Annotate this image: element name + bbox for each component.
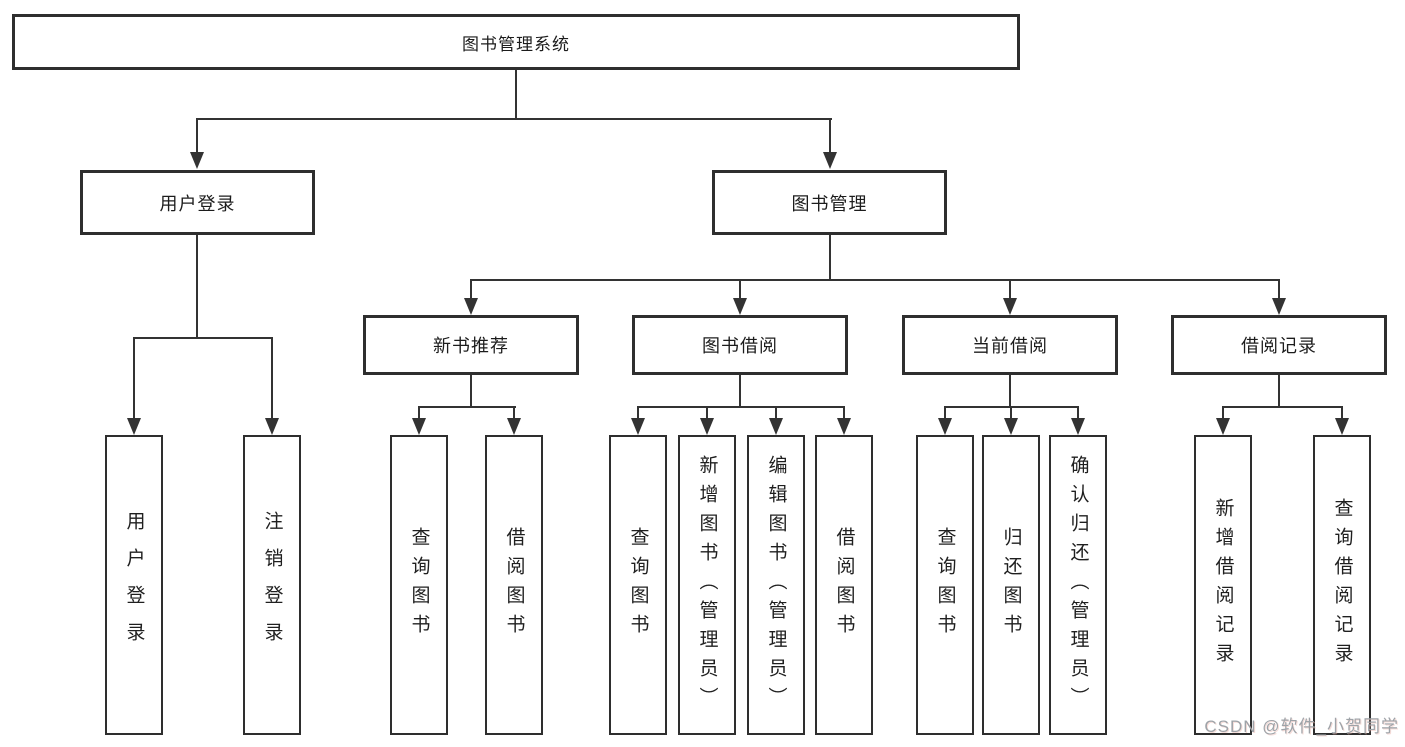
node-label: 查询借阅记录 xyxy=(1331,498,1353,672)
arrow-down-icon xyxy=(1004,418,1018,435)
connector-line xyxy=(418,406,516,408)
node-label: 图书管理 xyxy=(791,193,868,214)
node-label: 新书推荐 xyxy=(433,336,509,356)
connector-line xyxy=(1010,406,1012,420)
arrow-down-icon xyxy=(837,418,851,435)
connector-line xyxy=(829,118,831,154)
connector-line xyxy=(1009,375,1011,408)
arrow-down-icon xyxy=(823,152,837,169)
arrow-down-icon xyxy=(700,418,714,435)
leaf-logout: 注销登录 xyxy=(243,435,301,735)
connector-line xyxy=(196,118,832,120)
leaf-borrow-book-1: 借阅图书 xyxy=(485,435,543,735)
node-label: 编辑图书（管理员） xyxy=(765,454,787,716)
connector-line xyxy=(196,118,198,154)
node-label: 查询图书 xyxy=(934,527,956,643)
node-label: 归还图书 xyxy=(1000,527,1022,643)
leaf-query-book-2: 查询图书 xyxy=(609,435,667,735)
connector-line xyxy=(470,279,472,299)
arrow-down-icon xyxy=(1272,298,1286,315)
arrow-down-icon xyxy=(507,418,521,435)
node-label: 查询图书 xyxy=(627,527,649,643)
node-new-book-recommend: 新书推荐 xyxy=(363,315,579,375)
connector-line xyxy=(133,337,273,339)
arrow-down-icon xyxy=(265,418,279,435)
node-current-borrow: 当前借阅 xyxy=(902,315,1118,375)
node-user-login: 用户登录 xyxy=(80,170,315,235)
connector-line xyxy=(637,406,845,408)
connector-line xyxy=(515,70,517,118)
node-book-management: 图书管理 xyxy=(712,170,947,235)
connector-line xyxy=(513,406,515,420)
csdn-watermark: CSDN @软件_小贺同学 xyxy=(1204,717,1399,736)
connector-line xyxy=(637,406,639,420)
connector-line xyxy=(1222,406,1343,408)
node-label: 借阅记录 xyxy=(1241,336,1317,356)
arrow-down-icon xyxy=(733,298,747,315)
arrow-down-icon xyxy=(1003,298,1017,315)
leaf-confirm-return-admin: 确认归还（管理员） xyxy=(1049,435,1107,735)
connector-line xyxy=(944,406,946,420)
arrow-down-icon xyxy=(631,418,645,435)
connector-line xyxy=(1278,279,1280,299)
node-label: 图书管理系统 xyxy=(462,34,570,54)
leaf-user-login: 用户登录 xyxy=(105,435,163,735)
leaf-query-book-3: 查询图书 xyxy=(916,435,974,735)
arrow-down-icon xyxy=(127,418,141,435)
connector-line xyxy=(196,235,198,339)
leaf-borrow-book-2: 借阅图书 xyxy=(815,435,873,735)
connector-line xyxy=(739,375,741,408)
connector-line xyxy=(1077,406,1079,420)
arrow-down-icon xyxy=(190,152,204,169)
arrow-down-icon xyxy=(412,418,426,435)
node-label: 借阅图书 xyxy=(833,527,855,643)
arrow-down-icon xyxy=(1216,418,1230,435)
connector-line xyxy=(470,375,472,408)
node-book-borrow: 图书借阅 xyxy=(632,315,848,375)
arrow-down-icon xyxy=(464,298,478,315)
connector-line xyxy=(271,337,273,419)
connector-line xyxy=(739,279,741,299)
leaf-query-borrow-record: 查询借阅记录 xyxy=(1313,435,1371,735)
node-label: 新增图书（管理员） xyxy=(696,454,718,716)
arrow-down-icon xyxy=(769,418,783,435)
arrow-down-icon xyxy=(1071,418,1085,435)
node-label: 图书借阅 xyxy=(702,336,778,356)
connector-line xyxy=(1278,375,1280,408)
arrow-down-icon xyxy=(1335,418,1349,435)
connector-line xyxy=(470,279,1280,281)
node-label: 用户登录 xyxy=(123,511,145,659)
connector-line xyxy=(843,406,845,420)
connector-line xyxy=(133,337,135,419)
node-root: 图书管理系统 xyxy=(12,14,1020,70)
node-label: 借阅图书 xyxy=(503,527,525,643)
connector-line xyxy=(1222,406,1224,420)
leaf-add-book-admin: 新增图书（管理员） xyxy=(678,435,736,735)
node-label: 用户登录 xyxy=(159,193,236,214)
connector-line xyxy=(418,406,420,420)
leaf-edit-book-admin: 编辑图书（管理员） xyxy=(747,435,805,735)
node-label: 新增借阅记录 xyxy=(1212,498,1234,672)
leaf-return-book: 归还图书 xyxy=(982,435,1040,735)
node-label: 注销登录 xyxy=(261,511,283,659)
leaf-query-book-1: 查询图书 xyxy=(390,435,448,735)
node-label: 确认归还（管理员） xyxy=(1067,454,1089,716)
connector-line xyxy=(1009,279,1011,299)
connector-line xyxy=(829,235,831,281)
node-label: 当前借阅 xyxy=(972,336,1048,356)
connector-line xyxy=(1341,406,1343,420)
leaf-add-borrow-record: 新增借阅记录 xyxy=(1194,435,1252,735)
arrow-down-icon xyxy=(938,418,952,435)
connector-line xyxy=(706,406,708,420)
connector-line xyxy=(775,406,777,420)
node-label: 查询图书 xyxy=(408,527,430,643)
node-borrow-record: 借阅记录 xyxy=(1171,315,1387,375)
